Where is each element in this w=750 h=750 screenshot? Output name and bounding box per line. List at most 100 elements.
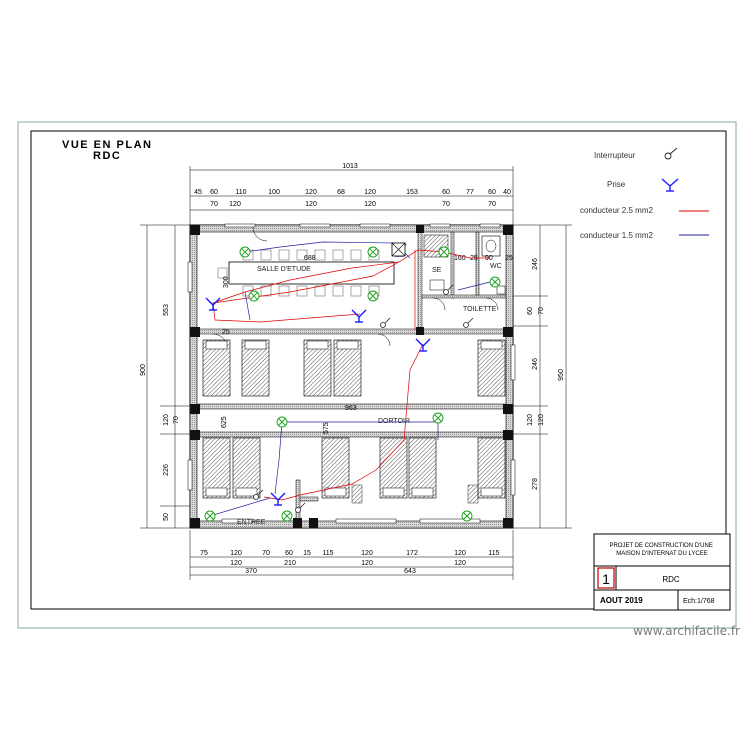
dim-top-r2-6: 70 (488, 201, 496, 208)
dim-right-120b: 120 (538, 414, 545, 426)
light-fixture-icon (248, 290, 260, 302)
dim-right-70: 70 (538, 307, 545, 315)
dim-left-50: 50 (163, 513, 170, 521)
dim-bottom-r2-2: 210 (284, 560, 296, 567)
dim-top-r2-3: 120 (305, 201, 317, 208)
dim-interior-625: 625 (221, 416, 228, 428)
legend-label-red-conductor: conducteur 2.5 mm2 (580, 206, 653, 215)
dim-top-4: 100 (268, 189, 280, 196)
dim-bottom-1: 75 (200, 550, 208, 557)
dim-right-120: 120 (527, 414, 534, 426)
drawing-scale: Ech:1/768 (683, 598, 715, 605)
light-fixture-icon (367, 290, 379, 302)
light-fixture-icon (489, 276, 501, 288)
dim-bottom-2: 120 (230, 550, 242, 557)
socket-icon (205, 297, 221, 311)
shower-and-wc (423, 234, 506, 295)
socket-icon (270, 492, 286, 506)
dim-bottom-9: 120 (454, 550, 466, 557)
distribution-box (391, 242, 406, 257)
light-fixture-icon (281, 510, 293, 522)
switch-icon (463, 317, 474, 328)
dim-bottom-3: 70 (262, 550, 270, 557)
dim-interior-25c: 25 (222, 329, 230, 336)
dim-top-8: 153 (406, 189, 418, 196)
dim-bottom-r2-3: 120 (361, 560, 373, 567)
switch-icon (295, 502, 306, 513)
dim-bottom-8: 172 (406, 550, 418, 557)
legend-label-socket: Prise (607, 180, 626, 189)
dim-interior-160: 160 (454, 255, 466, 262)
socket-icon (415, 338, 431, 352)
dim-top-5: 120 (305, 189, 317, 196)
dim-bottom-7: 120 (361, 550, 373, 557)
dim-left-226: 226 (163, 464, 170, 476)
socket-icon (351, 309, 367, 323)
legend-label-switch: Interrupteur (594, 151, 636, 160)
bottom-dimensions: 75 120 70 60 15 115 120 172 120 115 120 … (189, 530, 514, 580)
interior-dimensions: 688 300 160 25 90 25 25 963 625 575 (221, 255, 513, 434)
dim-interior-963: 963 (345, 405, 357, 412)
watermark: www.archifacile.fr (633, 624, 740, 638)
room-study: SALLE D'ETUDE (257, 266, 311, 273)
room-entree: ENTREE (237, 519, 266, 526)
sheet-number: 1 (602, 571, 610, 587)
light-fixture-icon (367, 246, 379, 258)
light-fixture-icon (204, 510, 216, 522)
dim-bottom-r2-1: 120 (230, 560, 242, 567)
dim-top-2: 60 (210, 189, 218, 196)
drawing-date: AOUT 2019 (600, 596, 643, 605)
dim-top-7: 120 (364, 189, 376, 196)
drawing-subtitle: RDC (93, 150, 121, 162)
dim-right-246a: 246 (532, 258, 539, 270)
light-fixture-icon (461, 510, 473, 522)
dim-right-60: 60 (527, 307, 534, 315)
dim-top-11: 60 (488, 189, 496, 196)
socket-icon (661, 178, 679, 192)
drawing-title: VUE EN PLAN (62, 139, 152, 151)
inner-sheet-frame (30, 130, 727, 610)
light-fixture-icon (438, 246, 450, 258)
dim-right-950: 950 (558, 369, 565, 381)
dim-top-r2-2: 120 (229, 201, 241, 208)
dim-bottom-6: 115 (322, 550, 333, 557)
dim-right-246b: 246 (532, 358, 539, 370)
left-dimensions: 553 900 120 70 226 50 (140, 224, 190, 529)
room-wc: WC (490, 263, 502, 270)
dim-interior-300: 300 (223, 276, 230, 288)
switch-icon (380, 317, 391, 328)
room-toilette: TOILETTE (463, 306, 497, 313)
dim-top-9: 60 (442, 189, 450, 196)
legend-label-blue-conductor: conducteur 1.5 mm2 (580, 231, 653, 240)
dim-top-3: 110 (235, 189, 246, 196)
outer-sheet-frame (17, 121, 737, 629)
pillows (205, 340, 503, 497)
dim-top-12: 40 (503, 189, 511, 196)
dim-left-120: 120 (163, 414, 170, 426)
dim-bottom-5: 15 (303, 550, 311, 557)
beds (202, 339, 506, 499)
dim-top-r2-5: 70 (442, 201, 450, 208)
light-fixture-icon (432, 412, 444, 424)
dim-bottom-10: 115 (488, 550, 499, 557)
dim-right-278: 278 (532, 478, 539, 490)
dim-top-r2-4: 120 (364, 201, 376, 208)
switch-icon (253, 489, 264, 500)
dim-interior-90: 90 (485, 255, 493, 262)
dim-interior-688: 688 (304, 255, 316, 262)
dim-top-r2-1: 70 (210, 201, 218, 208)
dim-bottom-4: 60 (285, 550, 293, 557)
building-walls (187, 223, 516, 529)
dim-interior-575: 575 (323, 422, 330, 434)
switch-icon (443, 284, 454, 295)
title-block-project: PROJET DE CONSTRUCTION D'UNE MAISON D'IN… (609, 543, 714, 557)
top-dimensions: 1013 45 60 110 100 120 68 120 153 60 77 … (189, 163, 514, 225)
right-dimensions: 246 60 70 246 120 950 120 278 (513, 224, 572, 529)
dim-top-1: 45 (194, 189, 202, 196)
dim-left-900: 900 (140, 364, 147, 376)
room-labels: SALLE D'ETUDE SE WC TOILETTE DORTOIR ENT… (237, 263, 502, 526)
sheet-name: RDC (662, 575, 680, 584)
dim-bottom-r2-4: 120 (454, 560, 466, 567)
dim-bottom-total-2: 643 (404, 568, 416, 575)
